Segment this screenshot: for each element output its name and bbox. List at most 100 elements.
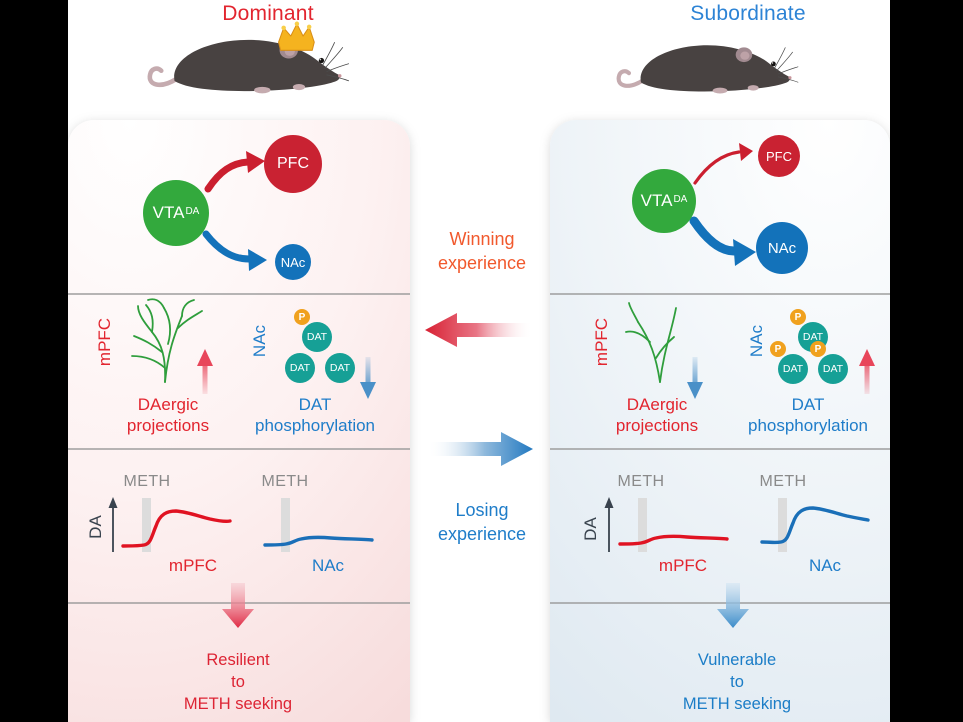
divider <box>550 448 890 450</box>
meth-bar <box>638 498 647 552</box>
dominant-vta-nac-arrow <box>202 230 267 271</box>
dat-circle: P DAT <box>810 341 848 384</box>
dominant-mpfc-region-label: mPFC <box>95 317 114 367</box>
subordinate-mouse-illustration <box>619 45 799 93</box>
resilient-down-arrow <box>222 583 254 628</box>
dominant-nac-trace-label: NAc <box>311 556 345 575</box>
losing-experience-arrow <box>424 432 533 466</box>
diagram-artwork <box>108 21 875 628</box>
subordinate-nac-da-trace <box>760 506 870 545</box>
mid-line: experience <box>437 253 527 273</box>
divider <box>68 448 410 450</box>
dominant-outcome: Resilient to METH seeking <box>138 649 338 715</box>
subordinate-vta-pfc-arrow <box>693 143 753 185</box>
subordinate-phosphorylation-up-arrow <box>859 349 875 394</box>
meth-label: METH <box>759 473 807 490</box>
subordinate-pfc-circle: PFC <box>758 135 800 177</box>
caption-line: projections <box>615 416 699 435</box>
caption-line: phosphorylation <box>254 416 376 435</box>
caption-line: phosphorylation <box>747 416 869 435</box>
dat-label: DAT <box>802 331 824 343</box>
outcome-line: METH seeking <box>183 695 293 713</box>
outcome-line: Vulnerable <box>697 651 777 669</box>
vta-da-superscript: DA <box>185 205 200 217</box>
divider <box>550 293 890 295</box>
subordinate-nac-trace-label: NAc <box>808 556 842 575</box>
subordinate-da-axis-label: DA <box>581 517 600 541</box>
dat-circle: P DAT <box>770 341 808 384</box>
phospho-p-badge: P <box>294 309 310 325</box>
subordinate-da-axis <box>604 497 614 552</box>
dat-circle: DAT <box>325 353 355 383</box>
dominant-dense-projections-tree <box>131 298 203 383</box>
winning-experience-arrow <box>425 313 534 347</box>
mid-line: Losing <box>455 500 509 520</box>
outcome-line: Resilient <box>206 651 270 669</box>
dominant-nac-region-label: NAc <box>250 324 269 358</box>
subordinate-title: Subordinate <box>690 2 806 25</box>
meth-bar <box>142 498 151 552</box>
subordinate-daergic-caption: DAergic projections <box>577 394 737 436</box>
dominant-dat-caption: DAT phosphorylation <box>225 394 405 436</box>
subordinate-projections-down-arrow <box>687 357 703 399</box>
vulnerable-down-arrow <box>717 583 749 628</box>
mid-line: Winning <box>449 229 515 249</box>
dat-label: DAT <box>822 363 844 375</box>
subordinate-outcome: Vulnerable to METH seeking <box>637 649 837 715</box>
dat-circle: DAT <box>285 353 315 383</box>
subordinate-mpfc-trace-label: mPFC <box>658 556 708 575</box>
caption-line: DAT <box>791 395 825 414</box>
vta-label: VTA <box>152 203 185 222</box>
caption-line: DAergic <box>137 395 199 414</box>
meth-label: METH <box>123 473 171 490</box>
dominant-mpfc-trace-label: mPFC <box>168 556 218 575</box>
dat-circle: P DAT <box>294 309 332 352</box>
caption-line: DAergic <box>626 395 688 414</box>
subordinate-nac-circle: NAc <box>756 222 808 274</box>
dominant-projections-up-arrow <box>197 349 213 394</box>
caption-line: DAT <box>298 395 332 414</box>
caption-line: projections <box>126 416 210 435</box>
mid-line: experience <box>437 524 527 544</box>
dominant-daergic-caption: DAergic projections <box>88 394 248 436</box>
subordinate-nac-region-label: NAc <box>747 324 766 358</box>
subordinate-dat-caption: DAT phosphorylation <box>718 394 890 436</box>
meth-label: METH <box>261 473 309 490</box>
dominant-nac-circle: NAc <box>275 244 311 280</box>
dominant-vta-pfc-arrow <box>204 151 265 193</box>
dominant-mpfc-da-trace <box>121 509 232 548</box>
phospho-p-badge: P <box>790 309 806 325</box>
divider <box>550 602 890 604</box>
phospho-p-badge: P <box>770 341 786 357</box>
vta-label: VTA <box>640 191 673 210</box>
meth-bar <box>778 498 787 552</box>
dominant-mouse-illustration <box>150 21 349 94</box>
divider <box>68 293 410 295</box>
dominant-da-axis <box>108 497 118 552</box>
subordinate-sparse-projections-tree <box>625 302 677 383</box>
dominant-phosphorylation-down-arrow <box>360 357 376 399</box>
losing-experience-label: Losing experience <box>392 498 572 546</box>
meth-bar <box>281 498 290 552</box>
subordinate-mpfc-region-label: mPFC <box>592 317 611 367</box>
phospho-p-badge: P <box>810 341 826 357</box>
dominant-pfc-circle: PFC <box>264 135 322 193</box>
dominant-nac-da-trace <box>263 535 374 547</box>
subordinate-vta-nac-arrow <box>689 216 756 266</box>
dominant-da-axis-label: DA <box>86 515 105 539</box>
dat-label: DAT <box>306 331 328 343</box>
outcome-line: METH seeking <box>682 695 792 713</box>
dominant-title: Dominant <box>222 2 314 25</box>
vta-da-superscript: DA <box>673 193 688 205</box>
outcome-line: to <box>730 673 744 691</box>
outcome-line: to <box>231 673 245 691</box>
crown-icon <box>278 21 315 51</box>
dat-label: DAT <box>782 363 804 375</box>
subordinate-mpfc-da-trace <box>618 534 729 546</box>
subordinate-panel <box>550 120 890 722</box>
winning-experience-label: Winning experience <box>392 227 572 275</box>
